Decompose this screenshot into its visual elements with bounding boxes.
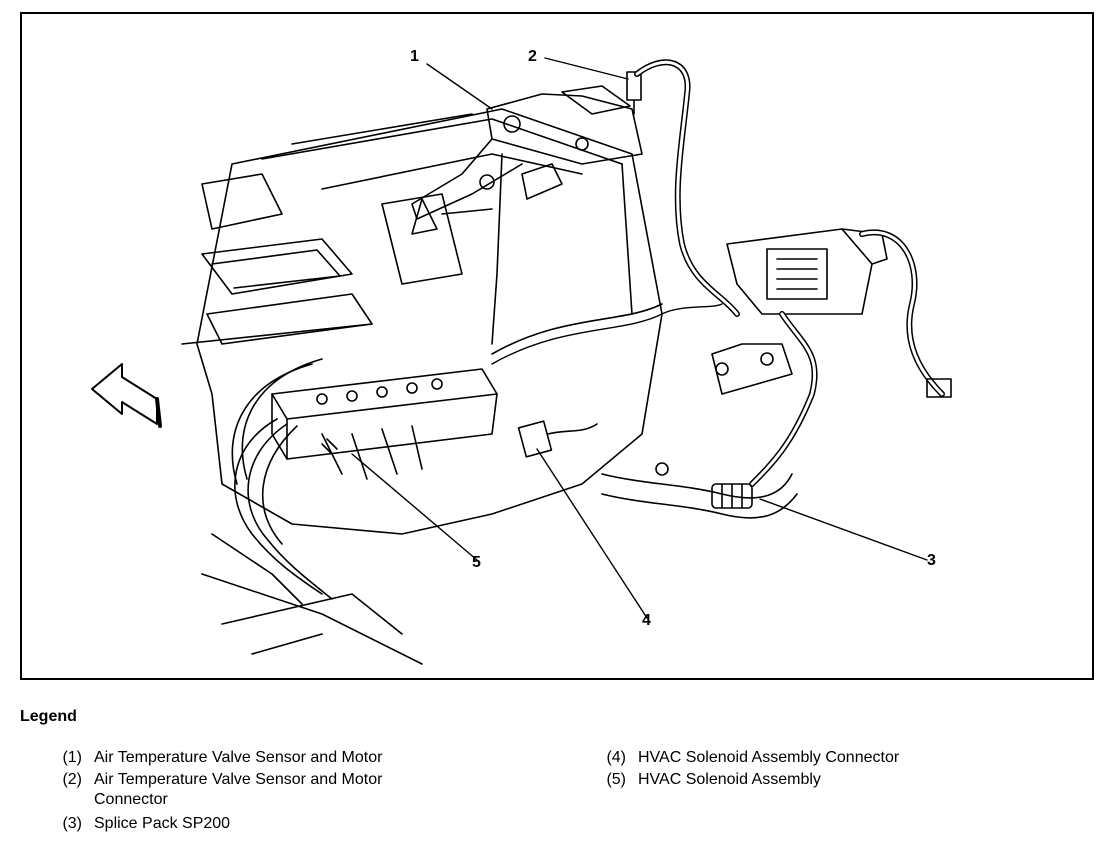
legend-item-2: (2) Air Temperature Valve Sensor and Mot… (42, 770, 562, 810)
legend-item-number: (4) (606, 749, 626, 766)
vacuum-hoses (234, 418, 323, 595)
leader-lines (351, 57, 928, 619)
legend-item-1: (1) Air Temperature Valve Sensor and Mot… (42, 748, 562, 768)
actuator-connector (626, 71, 642, 115)
legend-item-text: HVAC Solenoid Assembly Connector (638, 749, 900, 766)
legend-item-text-line2: Connector (94, 791, 168, 808)
diagram-figure: 1 2 3 4 5 (20, 12, 1094, 680)
legend-item-4: (4) HVAC Solenoid Assembly Connector (586, 748, 1086, 768)
legend-item-number: (1) (62, 749, 82, 766)
legend-item-5: (5) HVAC Solenoid Assembly (586, 770, 1086, 790)
legend-title: Legend (20, 708, 77, 725)
control-module (726, 228, 888, 315)
hvac-housing (196, 108, 663, 535)
legend-item-3: (3) Splice Pack SP200 (42, 814, 562, 834)
legend-item-text: Air Temperature Valve Sensor and Motor (94, 771, 383, 788)
legend-item-text: Splice Pack SP200 (94, 815, 231, 832)
legend-item-number: (3) (62, 815, 82, 832)
callout-4: 4 (642, 612, 651, 629)
vent-opening (201, 238, 353, 295)
direction-arrow (91, 363, 162, 428)
callout-2: 2 (528, 48, 537, 65)
solenoid-connector (517, 420, 598, 458)
callout-5: 5 (472, 554, 481, 571)
actuator-motor (411, 85, 643, 235)
legend-item-text: HVAC Solenoid Assembly (638, 771, 821, 788)
splice-pack (601, 462, 798, 519)
harness-connector-right (926, 378, 952, 398)
hvac-line-drawing (91, 57, 952, 665)
callout-3: 3 (927, 552, 936, 569)
legend-item-number: (2) (62, 771, 82, 788)
legend-item-text: Air Temperature Valve Sensor and Motor (94, 749, 383, 766)
right-harness (859, 229, 945, 397)
legend-item-number: (5) (606, 771, 626, 788)
solenoid-assembly (271, 368, 498, 480)
callout-1: 1 (410, 48, 419, 65)
